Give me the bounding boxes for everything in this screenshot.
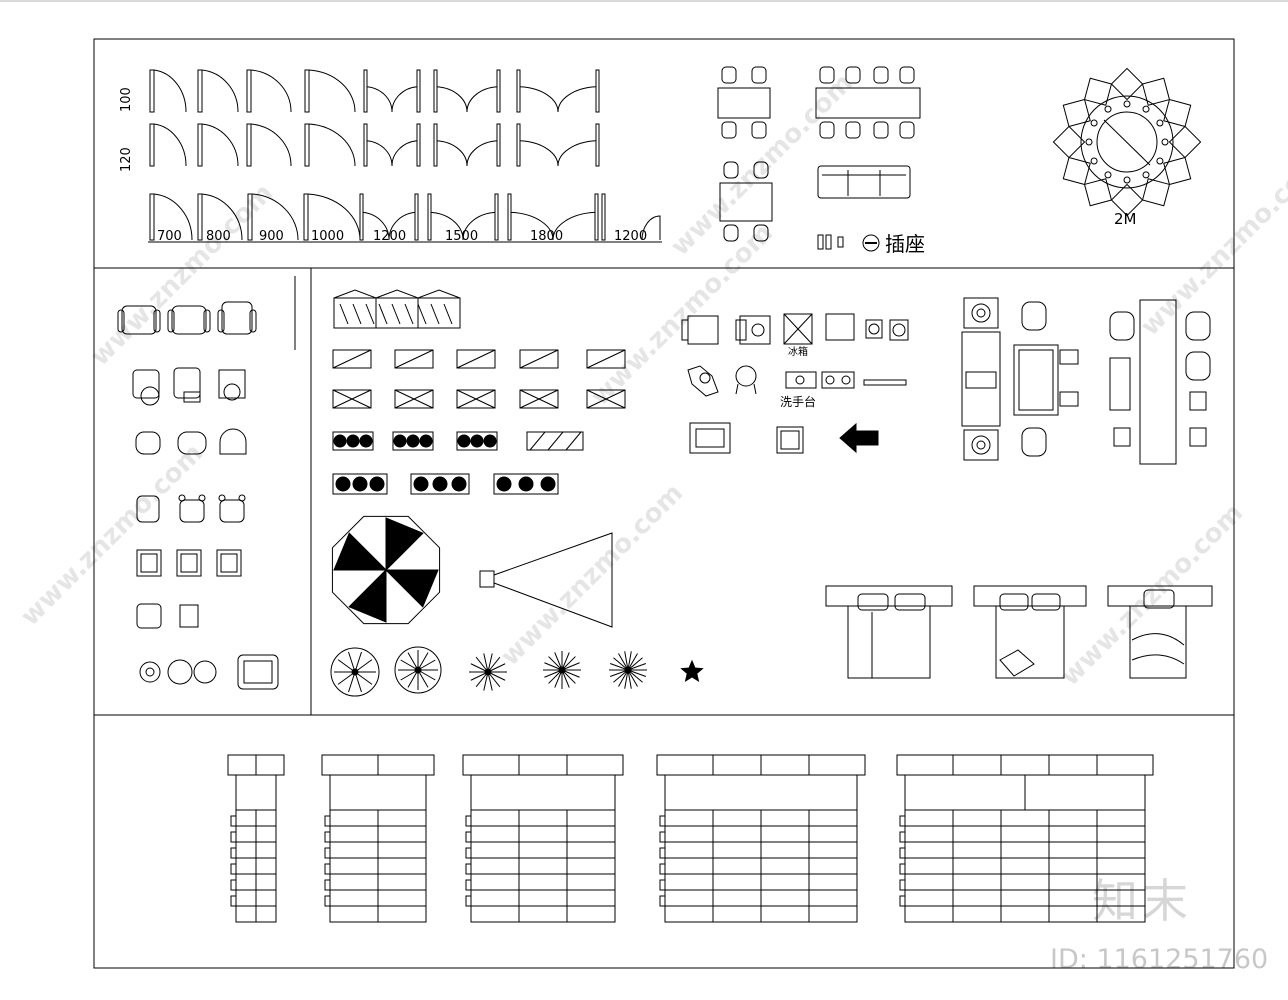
door-width-label: 1200 (614, 229, 647, 244)
round-table-label: 2M (1114, 210, 1137, 228)
door-width-label: 800 (206, 229, 231, 244)
brand-logo: 知末 (1092, 874, 1192, 928)
single-bed (1107, 585, 1213, 679)
tree-symbols (330, 646, 704, 697)
top-border-line (0, 0, 1288, 2)
door-row-label-100: 100 (119, 87, 134, 112)
drawing-frame (93, 38, 1235, 969)
three-seat-sofa (817, 165, 911, 199)
door-row-1 (149, 69, 600, 113)
door-row-3 (149, 193, 661, 241)
image-id: ID: 1161251760 (1050, 944, 1269, 975)
door-width-label: 1800 (530, 229, 563, 244)
door-width-label: 1000 (311, 229, 344, 244)
projector-symbol (479, 532, 613, 628)
double-bed-1 (825, 585, 953, 679)
bar-counter-set (1109, 299, 1211, 465)
socket-label: 插座 (885, 232, 925, 256)
door-symbols: 100 120 700 800 900 1000 1200 1500 1800 … (119, 69, 662, 244)
sofa-set (961, 297, 1079, 461)
door-width-label: 700 (157, 229, 182, 244)
double-bed-2 (973, 585, 1087, 679)
wash-basin-label: 洗手台 (780, 394, 816, 409)
patio-umbrella (331, 515, 441, 625)
round-table-12-seat: 2M (1052, 67, 1202, 228)
arrow-left-icon (839, 422, 879, 454)
socket-icon (862, 234, 880, 252)
window-blocks (332, 289, 626, 495)
door-row-2 (149, 123, 600, 167)
door-row-label-120: 120 (119, 147, 134, 172)
lounge-chairs (117, 276, 296, 690)
fridge-icon (783, 313, 813, 345)
fridge-label: 冰箱 (788, 345, 808, 358)
dining-table-side (719, 161, 773, 242)
door-width-label: 1500 (445, 229, 478, 244)
person-figure-2 (735, 365, 757, 387)
dining-table-4-seat (717, 66, 771, 139)
wash-basin-icon (785, 371, 817, 389)
appliances: 冰箱 洗手台 (681, 313, 909, 454)
door-width-labels: 700 800 900 1000 1200 1500 1800 1200 (157, 229, 647, 244)
door-width-label: 900 (259, 229, 284, 244)
door-width-label: 1200 (373, 229, 406, 244)
dining-table-8-seat (815, 66, 921, 139)
shelving-units (227, 754, 1154, 923)
person-figure (687, 365, 719, 397)
socket-legend: 插座 (817, 232, 925, 256)
